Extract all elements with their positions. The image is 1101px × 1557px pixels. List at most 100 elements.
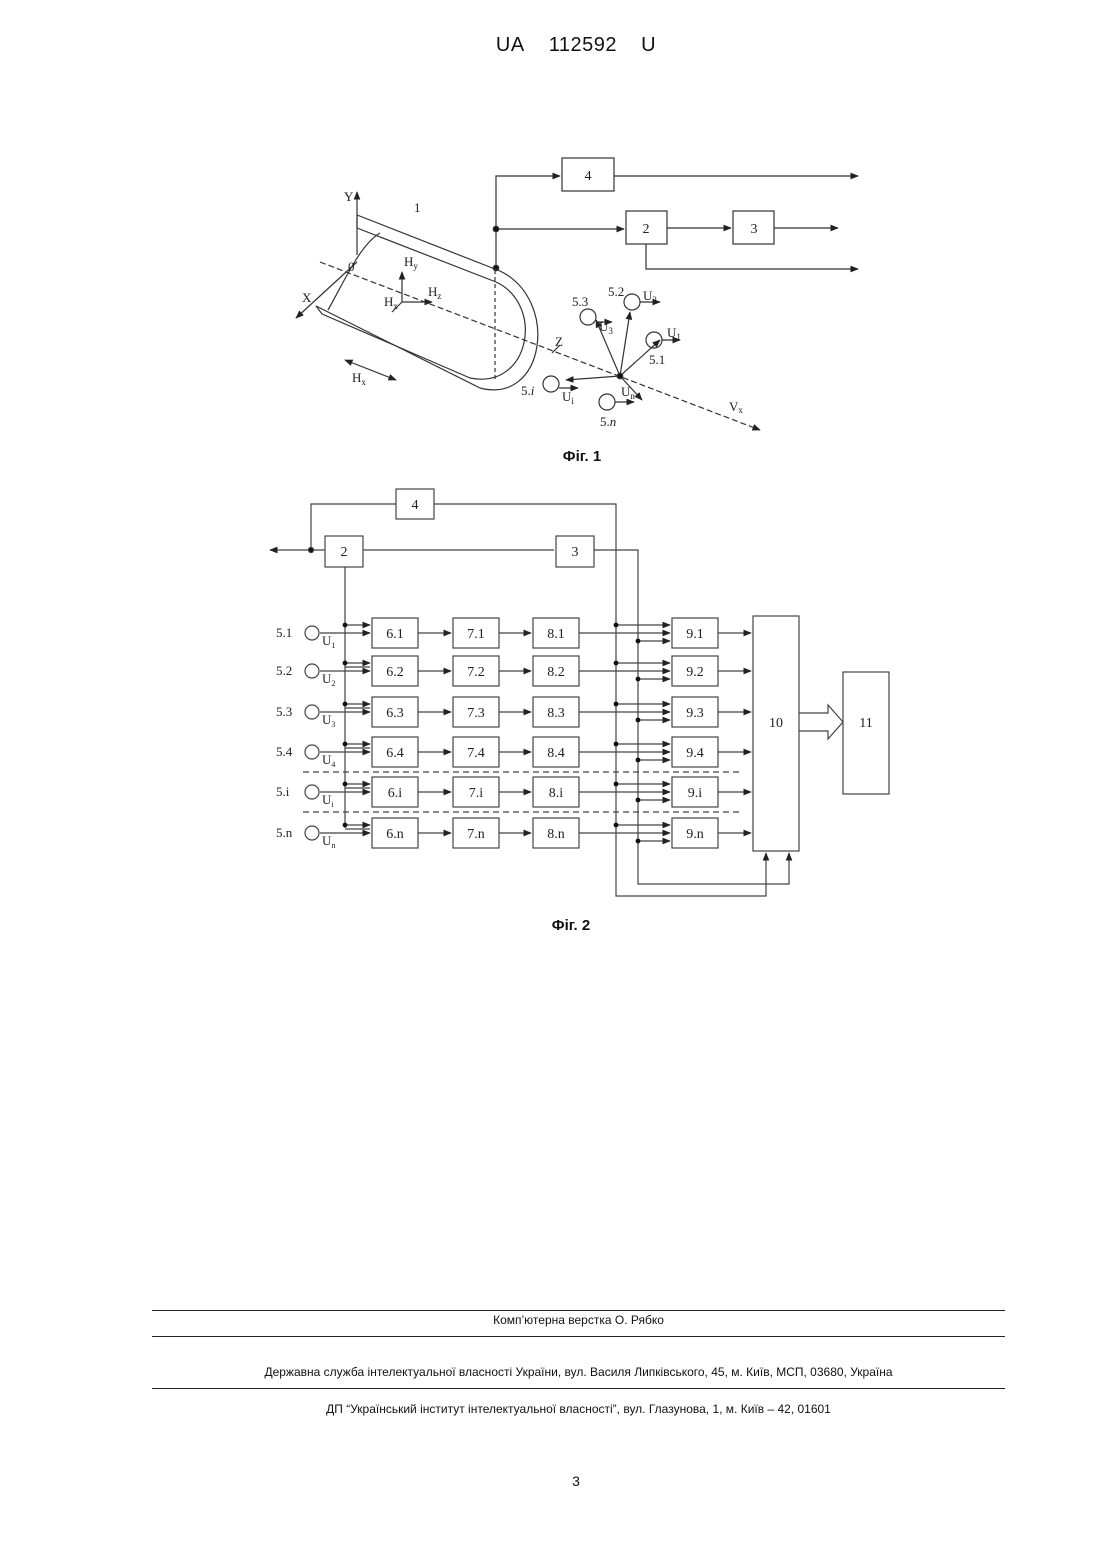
fig2-block-label: 8.3 xyxy=(547,706,565,721)
fig2-block-label: 7.i xyxy=(469,786,484,801)
fig2-sensor-6 xyxy=(305,826,319,840)
sensor-5-2-label: 5.2 xyxy=(608,284,624,299)
fig1-block-3-label: 3 xyxy=(751,222,758,237)
fig1-sensor-5-3 xyxy=(580,309,596,325)
figure-2-labels: 4 2 3 10 11 Фіг. 2 xyxy=(341,498,873,934)
fig2-u-label: Un xyxy=(322,833,335,850)
fig2-block-3-label: 3 xyxy=(572,545,579,560)
bus-node xyxy=(343,623,348,628)
fig2-block-label: 8.1 xyxy=(547,627,565,642)
u2-label: U2 xyxy=(643,288,657,305)
fig2-sensor-label: 5.4 xyxy=(276,744,293,759)
fig1-caption: Фіг. 1 xyxy=(563,448,601,465)
bus-node xyxy=(343,823,348,828)
fig2-sensor-4 xyxy=(305,745,319,759)
sensor-5-1-label: 5.1 xyxy=(649,352,665,367)
node-4 xyxy=(614,623,619,628)
fig2-sensor-label: 5.i xyxy=(276,784,290,799)
pipe-inner-top xyxy=(357,228,496,282)
node-3 xyxy=(636,758,641,763)
pipe-inner-end xyxy=(470,282,525,379)
fig2-block-11 xyxy=(843,672,889,794)
fig2-block-label: 6.2 xyxy=(386,665,404,680)
fig2-block-2-label: 2 xyxy=(341,545,348,560)
figure-2-rows: 5.1U16.17.18.19.15.2U26.27.28.29.25.3U36… xyxy=(276,618,751,850)
fig1-sensor-5-2 xyxy=(624,294,640,310)
fig2-block-label: 7.3 xyxy=(467,706,485,721)
pipe-outer-end xyxy=(480,271,538,390)
fig2-sensor-label: 5.3 xyxy=(276,704,292,719)
fig2-block-label: 6.4 xyxy=(386,746,404,761)
fig2-block-label: 9.1 xyxy=(686,627,704,642)
fig2-sensor-3 xyxy=(305,705,319,719)
fig2-block-11-label: 11 xyxy=(859,716,872,731)
node-4 xyxy=(614,782,619,787)
fig2-block-label: 8.2 xyxy=(547,665,565,680)
fig1-sensor-5-i xyxy=(543,376,559,392)
fig2-u-label: U2 xyxy=(322,671,335,688)
axis-z-label: Z xyxy=(555,334,563,349)
axis-x-label: X xyxy=(302,290,312,305)
fig2-block-label: 7.2 xyxy=(467,665,485,680)
fig2-sensor-2 xyxy=(305,664,319,678)
bus-node xyxy=(343,742,348,747)
fig2-u-label: U4 xyxy=(322,752,335,769)
pipe-label: 1 xyxy=(414,200,421,215)
fig2-sensor-label: 5.n xyxy=(276,825,293,840)
fig1-block-4-label: 4 xyxy=(585,169,592,184)
page-number: 3 xyxy=(0,1473,1101,1489)
fig1-sensor-5-n xyxy=(599,394,615,410)
velocity-label: Vx xyxy=(729,399,743,415)
fig2-block-label: 6.1 xyxy=(386,627,404,642)
fig2-block-label: 7.n xyxy=(467,827,485,842)
sensor-5-i-label: 5.i xyxy=(521,383,535,398)
fig2-block-label: 9.3 xyxy=(686,706,704,721)
node-3 xyxy=(636,677,641,682)
bus-node xyxy=(343,661,348,666)
ui-label: Ui xyxy=(562,389,574,406)
fig2-block-10 xyxy=(753,616,799,851)
fig2-block-label: 9.4 xyxy=(686,746,704,761)
fig2-block-4-label: 4 xyxy=(412,498,419,513)
node-3 xyxy=(636,639,641,644)
fig2-sensor-1 xyxy=(305,626,319,640)
fig2-block-10-label: 10 xyxy=(769,716,783,731)
field-hz-label: Hz xyxy=(428,284,441,301)
bus-node xyxy=(343,782,348,787)
footer-rule-2 xyxy=(152,1336,1005,1337)
field-hx-inner-label: Hx xyxy=(384,294,398,311)
node-3 xyxy=(636,798,641,803)
un-label: Un xyxy=(621,384,635,401)
fig2-sensor-label: 5.1 xyxy=(276,625,292,640)
fig2-block-label: 9.2 xyxy=(686,665,704,680)
bus-node xyxy=(343,702,348,707)
fig1-block-2-label: 2 xyxy=(643,222,650,237)
fig2-sensor-label: 5.2 xyxy=(276,663,292,678)
node-4 xyxy=(614,702,619,707)
fig2-block-label: 6.i xyxy=(388,786,403,801)
node-3 xyxy=(636,839,641,844)
fig2-block-label: 9.n xyxy=(686,827,704,842)
footer-rule-3 xyxy=(152,1388,1005,1389)
fig2-u-label: U3 xyxy=(322,712,335,729)
u1-label: U1 xyxy=(667,325,681,342)
figure-1-labels: 4 2 3 Y X Z 0 1 Hy Hz Hx Hx Vx 5.3 5.2 5… xyxy=(302,169,758,465)
fig2-block-label: 8.i xyxy=(549,786,564,801)
field-hx-label: Hx xyxy=(352,370,366,387)
fig2-block-label: 6.n xyxy=(386,827,404,842)
footer-institute: ДП “Український інститут інтелектуальної… xyxy=(152,1402,1005,1416)
footer-rule-1 xyxy=(152,1310,1005,1311)
footer-agency: Державна служба інтелектуальної власност… xyxy=(152,1365,1005,1379)
fig2-caption: Фіг. 2 xyxy=(552,917,590,934)
node-4 xyxy=(614,823,619,828)
sensor-5-n-label: 5.n xyxy=(600,414,616,429)
field-hy-label: Hy xyxy=(404,254,418,271)
origin-label: 0 xyxy=(348,259,355,274)
pipe-outer-top xyxy=(357,215,500,271)
axis-y-label: Y xyxy=(344,189,354,204)
node-4 xyxy=(614,661,619,666)
fig2-block-label: 8.n xyxy=(547,827,565,842)
fig2-u-label: U1 xyxy=(322,633,335,650)
fig2-block-label: 6.3 xyxy=(386,706,404,721)
fig2-block-label: 8.4 xyxy=(547,746,565,761)
